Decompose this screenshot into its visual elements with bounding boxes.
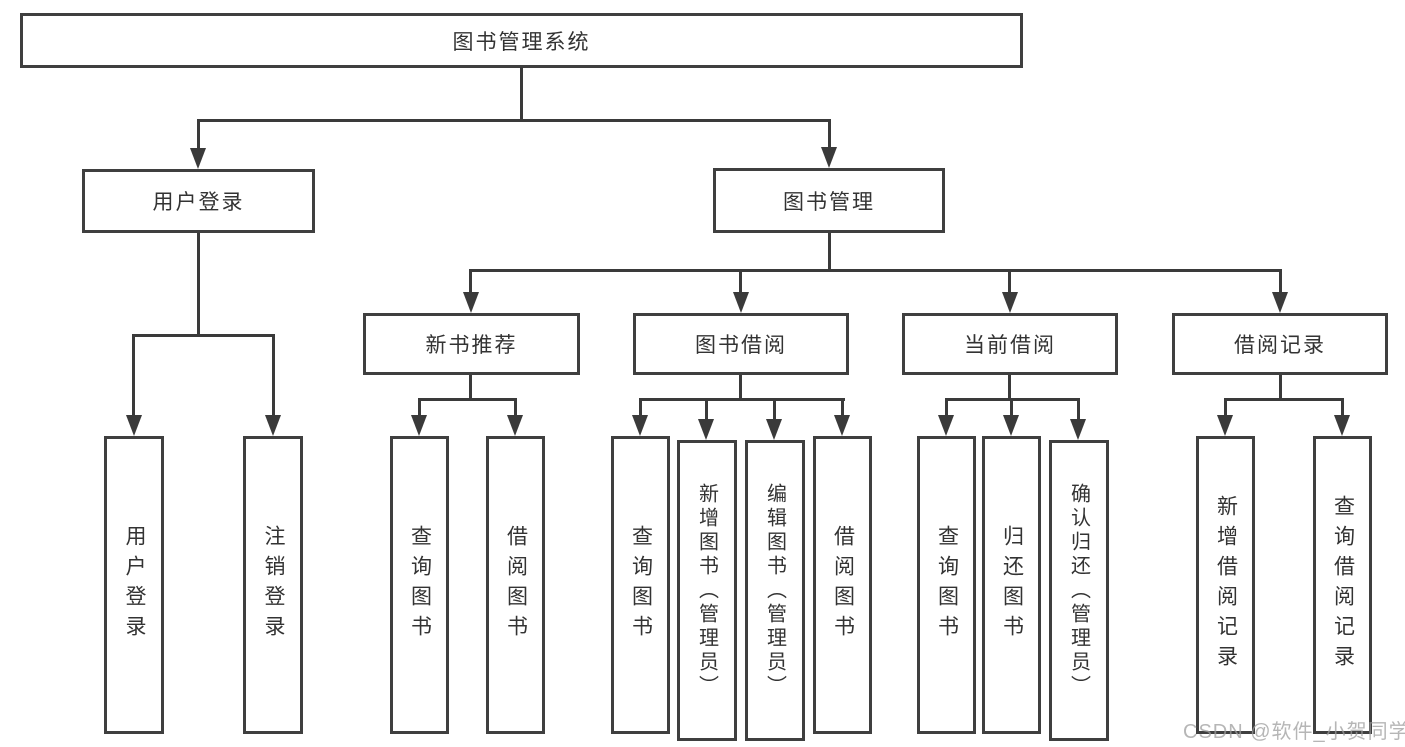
node-current-borrow: 当前借阅 xyxy=(902,313,1118,375)
node-label: 查询图书 xyxy=(408,525,432,645)
node-label: 借阅记录 xyxy=(1234,334,1326,357)
node-book-management: 图书管理 xyxy=(713,168,945,233)
node-label: 图书借阅 xyxy=(695,334,787,357)
connector-drop-current-borrow xyxy=(1008,269,1011,295)
connector-drop-book-borrow xyxy=(739,269,742,295)
connector-current-borrow-drop xyxy=(1008,375,1011,400)
connector-user-login-rail xyxy=(132,334,275,337)
node-label: 查询图书 xyxy=(935,525,959,645)
leaf-edit-book-admin: 编辑图书（管理员） xyxy=(745,440,805,741)
leaf-logout: 注销登录 xyxy=(243,436,303,734)
connector-drop-edit-book xyxy=(773,398,776,420)
leaf-query-books-under-current-borrow: 查询图书 xyxy=(917,436,976,734)
leaf-borrow-books-under-new-book: 借阅图书 xyxy=(486,436,545,734)
connector-drop-query-books-2 xyxy=(639,398,642,417)
arrowhead-query-books-3 xyxy=(938,415,954,436)
node-label: 新书推荐 xyxy=(425,334,518,357)
node-label: 注销登录 xyxy=(262,525,285,645)
connector-book-management-drop xyxy=(828,233,831,272)
connector-drop-new-book xyxy=(469,269,472,295)
connector-drop-user-login xyxy=(197,119,200,150)
arrowhead-user-login xyxy=(190,148,206,169)
leaf-borrow-books-under-book-borrow: 借阅图书 xyxy=(813,436,872,734)
connector-root-drop xyxy=(520,67,523,122)
leaf-return-books: 归还图书 xyxy=(982,436,1041,734)
arrowhead-borrow-books-1 xyxy=(507,415,523,436)
connector-drop-return-books xyxy=(1010,398,1013,417)
arrowhead-current-borrow xyxy=(1002,292,1018,313)
connector-book-borrow-drop xyxy=(739,375,742,400)
arrowhead-book-management xyxy=(821,147,837,168)
connector-drop-borrow-records xyxy=(1279,269,1282,295)
node-label: 图书管理 xyxy=(783,190,875,214)
arrowhead-add-borrow-record xyxy=(1217,415,1233,436)
arrowhead-query-borrow-record xyxy=(1334,415,1350,436)
node-label: 借阅图书 xyxy=(831,525,855,645)
node-label: 用户登录 xyxy=(123,525,146,645)
node-label: 编辑图书（管理员） xyxy=(763,482,786,699)
node-label: 查询图书 xyxy=(629,525,653,645)
connector-drop-query-borrow-record xyxy=(1341,398,1344,417)
arrowhead-new-book xyxy=(463,292,479,313)
node-label: 图书管理系统 xyxy=(452,30,591,54)
node-label: 当前借阅 xyxy=(964,334,1056,357)
leaf-user-login: 用户登录 xyxy=(104,436,164,734)
connector-drop-book-management xyxy=(828,119,831,150)
arrowhead-query-books-1 xyxy=(411,415,427,436)
node-label: 新增图书（管理员） xyxy=(695,482,718,699)
node-label: 新增借阅记录 xyxy=(1214,495,1238,675)
arrowhead-add-book xyxy=(698,419,714,440)
node-new-book-recommend: 新书推荐 xyxy=(363,313,580,375)
connector-drop-borrow-books-2 xyxy=(841,398,844,417)
connector-user-login-drop xyxy=(197,233,200,336)
connector-drop-add-book xyxy=(705,398,708,420)
connector-level3-rail xyxy=(470,269,1282,272)
connector-borrow-records-drop xyxy=(1279,375,1282,400)
connector-new-book-drop xyxy=(469,375,472,400)
arrowhead-borrow-records xyxy=(1272,292,1288,313)
root-box-library-management-system: 图书管理系统 xyxy=(20,13,1023,68)
node-label: 用户登录 xyxy=(152,191,245,214)
leaf-query-books-under-book-borrow: 查询图书 xyxy=(611,436,670,734)
leaf-query-books-under-new-book: 查询图书 xyxy=(390,436,449,734)
arrowhead-query-books-2 xyxy=(632,415,648,436)
node-label: 借阅图书 xyxy=(504,525,528,645)
arrowhead-leaf-user-login xyxy=(126,415,142,436)
arrowhead-return-books xyxy=(1003,415,1019,436)
leaf-query-borrow-record: 查询借阅记录 xyxy=(1313,436,1372,734)
connector-drop-add-borrow-record xyxy=(1224,398,1227,417)
connector-drop-leaf-user-login xyxy=(132,334,135,417)
connector-drop-query-books-3 xyxy=(945,398,948,417)
node-book-borrow: 图书借阅 xyxy=(633,313,849,375)
connector-new-book-rail xyxy=(418,398,517,401)
arrowhead-leaf-logout xyxy=(265,415,281,436)
arrowhead-edit-book xyxy=(766,419,782,440)
node-label: 查询借阅记录 xyxy=(1331,495,1355,675)
connector-drop-leaf-logout xyxy=(272,334,275,417)
leaf-add-borrow-record: 新增借阅记录 xyxy=(1196,436,1255,734)
connector-borrow-records-rail xyxy=(1224,398,1344,401)
connector-drop-borrow-books-1 xyxy=(514,398,517,417)
leaf-confirm-return-admin: 确认归还（管理员） xyxy=(1049,440,1109,741)
arrowhead-borrow-books-2 xyxy=(834,415,850,436)
node-label: 归还图书 xyxy=(1000,525,1024,645)
node-label: 确认归还（管理员） xyxy=(1067,482,1090,699)
node-user-login: 用户登录 xyxy=(82,169,315,233)
arrowhead-book-borrow xyxy=(733,292,749,313)
connector-drop-confirm-return xyxy=(1077,398,1080,420)
leaf-add-book-admin: 新增图书（管理员） xyxy=(677,440,737,741)
node-borrow-records: 借阅记录 xyxy=(1172,313,1388,375)
connector-level2-rail xyxy=(197,119,831,122)
connector-drop-query-books-1 xyxy=(418,398,421,417)
arrowhead-confirm-return xyxy=(1070,419,1086,440)
csdn-watermark: CSDN @软件_小贺同学 xyxy=(1183,721,1405,743)
connector-book-borrow-rail xyxy=(639,398,845,401)
